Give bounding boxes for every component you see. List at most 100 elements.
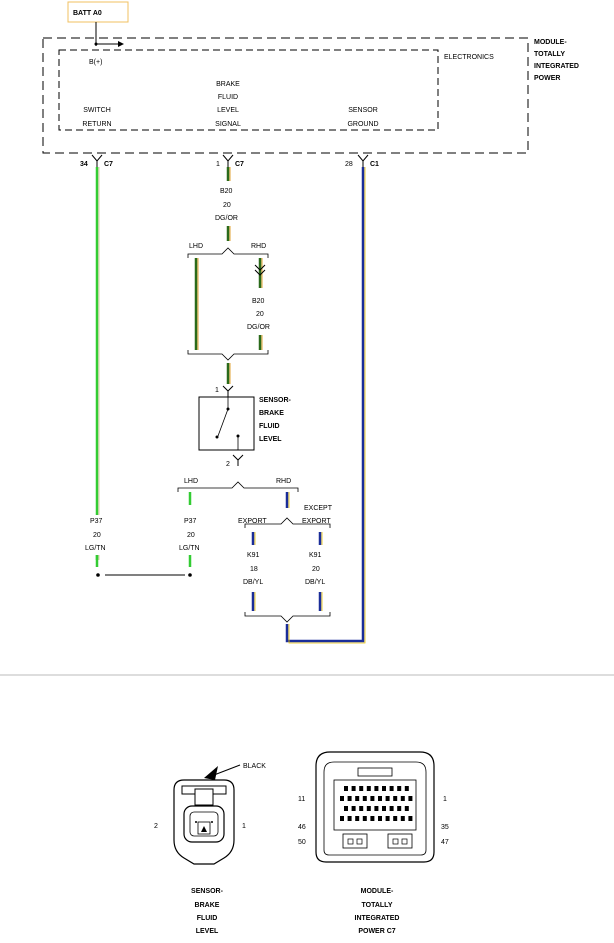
module-terminal-cavity [385,796,390,801]
b20-top-id: B20 [220,188,233,195]
module-terminal-cavity [351,806,356,811]
module-connector-view: 11 46 50 1 35 47 MODULE- TOTALLY INTEGRA… [298,751,449,935]
sensor-pin-2-symbol [232,454,244,466]
module-terminal-50 [347,838,354,845]
module-terminal-cavity [385,816,390,821]
module-terminal-cavity [366,786,371,791]
k91-except-color: DB/YL [305,579,325,586]
module-connector-caption-4: POWER C7 [358,928,395,935]
module-terminal-49 [356,838,363,845]
module-terminal-cavity [378,816,382,821]
inline-connector-icon [254,264,266,276]
module-pin-label-11: 11 [298,796,305,803]
splice-right [188,573,192,577]
sensor-connector-caption-4: LEVEL [196,928,219,935]
pin-1-number: 1 [216,161,220,168]
lhd-lower-label: LHD [184,478,198,485]
module-terminal-cavity [347,816,352,821]
electronics-label: ELECTRONICS [444,54,494,61]
module-terminal-cavity [359,806,364,811]
p37-right-id: P37 [184,518,197,525]
brake-signal-label-1: BRAKE [216,81,240,88]
wire-k91-ground-return [285,167,365,643]
module-terminal-cavity [378,796,382,801]
lower-split-brace [177,481,299,492]
module-terminal-cavity [397,806,402,811]
pin-symbols [91,154,369,167]
wire-k91-ground-return-tracer [288,167,366,644]
module-terminal-cavity [370,816,375,821]
sensor-connector-caption-3: FLUID [197,915,218,922]
module-pin-label-47: 47 [441,839,449,846]
module-terminal-cavity [340,816,344,821]
module-terminal-cavity [374,806,379,811]
batt-label: BATT A0 [73,10,102,17]
lower-join-brace [187,350,269,361]
except-export-label-1: EXCEPT [304,505,333,512]
module-terminal-cavity [347,796,352,801]
switch-return-label-2: RETURN [82,121,111,128]
pin-28-connector: C1 [370,161,379,168]
b-plus-label: B(+) [89,59,102,66]
b-plus-arrow-icon [118,41,124,47]
sensor-label-1: SENSOR- [259,397,292,404]
module-connector-large-cavity-left [342,833,368,849]
sensor-connector-terminal-block [197,821,211,835]
except-export-label-2: EXPORT [302,518,331,525]
module-terminal-cavity [400,816,405,821]
sensor-connector-cavity [189,811,219,837]
batt-box [67,1,129,23]
b20-rhd-gauge: 20 [256,311,264,318]
module-terminal-cavity [408,816,413,821]
module-terminal-cavity [344,806,348,811]
module-pin-label-46: 46 [298,824,306,831]
module-terminal-cavity [393,796,398,801]
export-split-brace [244,517,331,528]
b20-rhd-color: DG/OR [247,324,270,331]
pin-34-connector: C7 [104,161,113,168]
brake-signal-label-2: FLUID [218,94,238,101]
splice-left [96,573,100,577]
module-terminal-cavity [362,816,367,821]
p37-left-id: P37 [90,518,103,525]
module-pin-label-50: 50 [298,839,306,846]
module-label-3: INTEGRATED [534,63,579,70]
rhd-upper-label: RHD [251,243,266,250]
module-terminal-cavity [408,796,413,801]
sensor-connector-caption-1: SENSOR- [191,888,224,895]
module-terminal-cavity [355,816,360,821]
p37-left-label-bg [86,515,110,555]
module-connector-cavity-block [333,779,417,831]
sensor-terminal-2 [195,821,197,823]
pin-34-symbol [91,154,103,167]
black-callout-line [213,764,241,776]
b20-rhd-id: B20 [252,298,265,305]
module-terminal-cavity [370,796,375,801]
module-terminal-cavity [382,786,386,791]
module-connector-caption-2: TOTALLY [362,902,393,909]
pin-1-connector: C7 [235,161,244,168]
module-boundary [42,37,529,154]
sensor-switch-blade [217,408,229,437]
pin-34-number: 34 [80,161,88,168]
module-terminal-cavity [359,786,364,791]
module-terminal-cavity [404,786,409,791]
electronics-boundary [58,49,439,131]
sensor-terminal-1 [211,821,213,823]
sensor-connector-view: BLACK 2 1 SENSOR- BRAKE FLUID LEVEL [154,763,266,935]
switch-return-label-1: SWITCH [83,107,111,114]
sensor-connector-key-icon [201,826,207,832]
k91-export-id: K91 [247,552,260,559]
sensor-connector-caption-2: BRAKE [195,902,220,909]
sensor-pin-1-symbol [222,385,234,397]
module-terminal-cavity [400,796,405,801]
sensor-ground-label-2: GROUND [347,121,378,128]
module-label-2: TOTALLY [534,51,565,58]
module-terminal-cavity [362,796,367,801]
lhd-upper-label: LHD [189,243,203,250]
module-connector-caption-3: INTEGRATED [355,915,400,922]
module-terminal-cavity [344,786,348,791]
k91-export-gauge: 18 [250,566,258,573]
p37-left-gauge: 20 [93,532,101,539]
